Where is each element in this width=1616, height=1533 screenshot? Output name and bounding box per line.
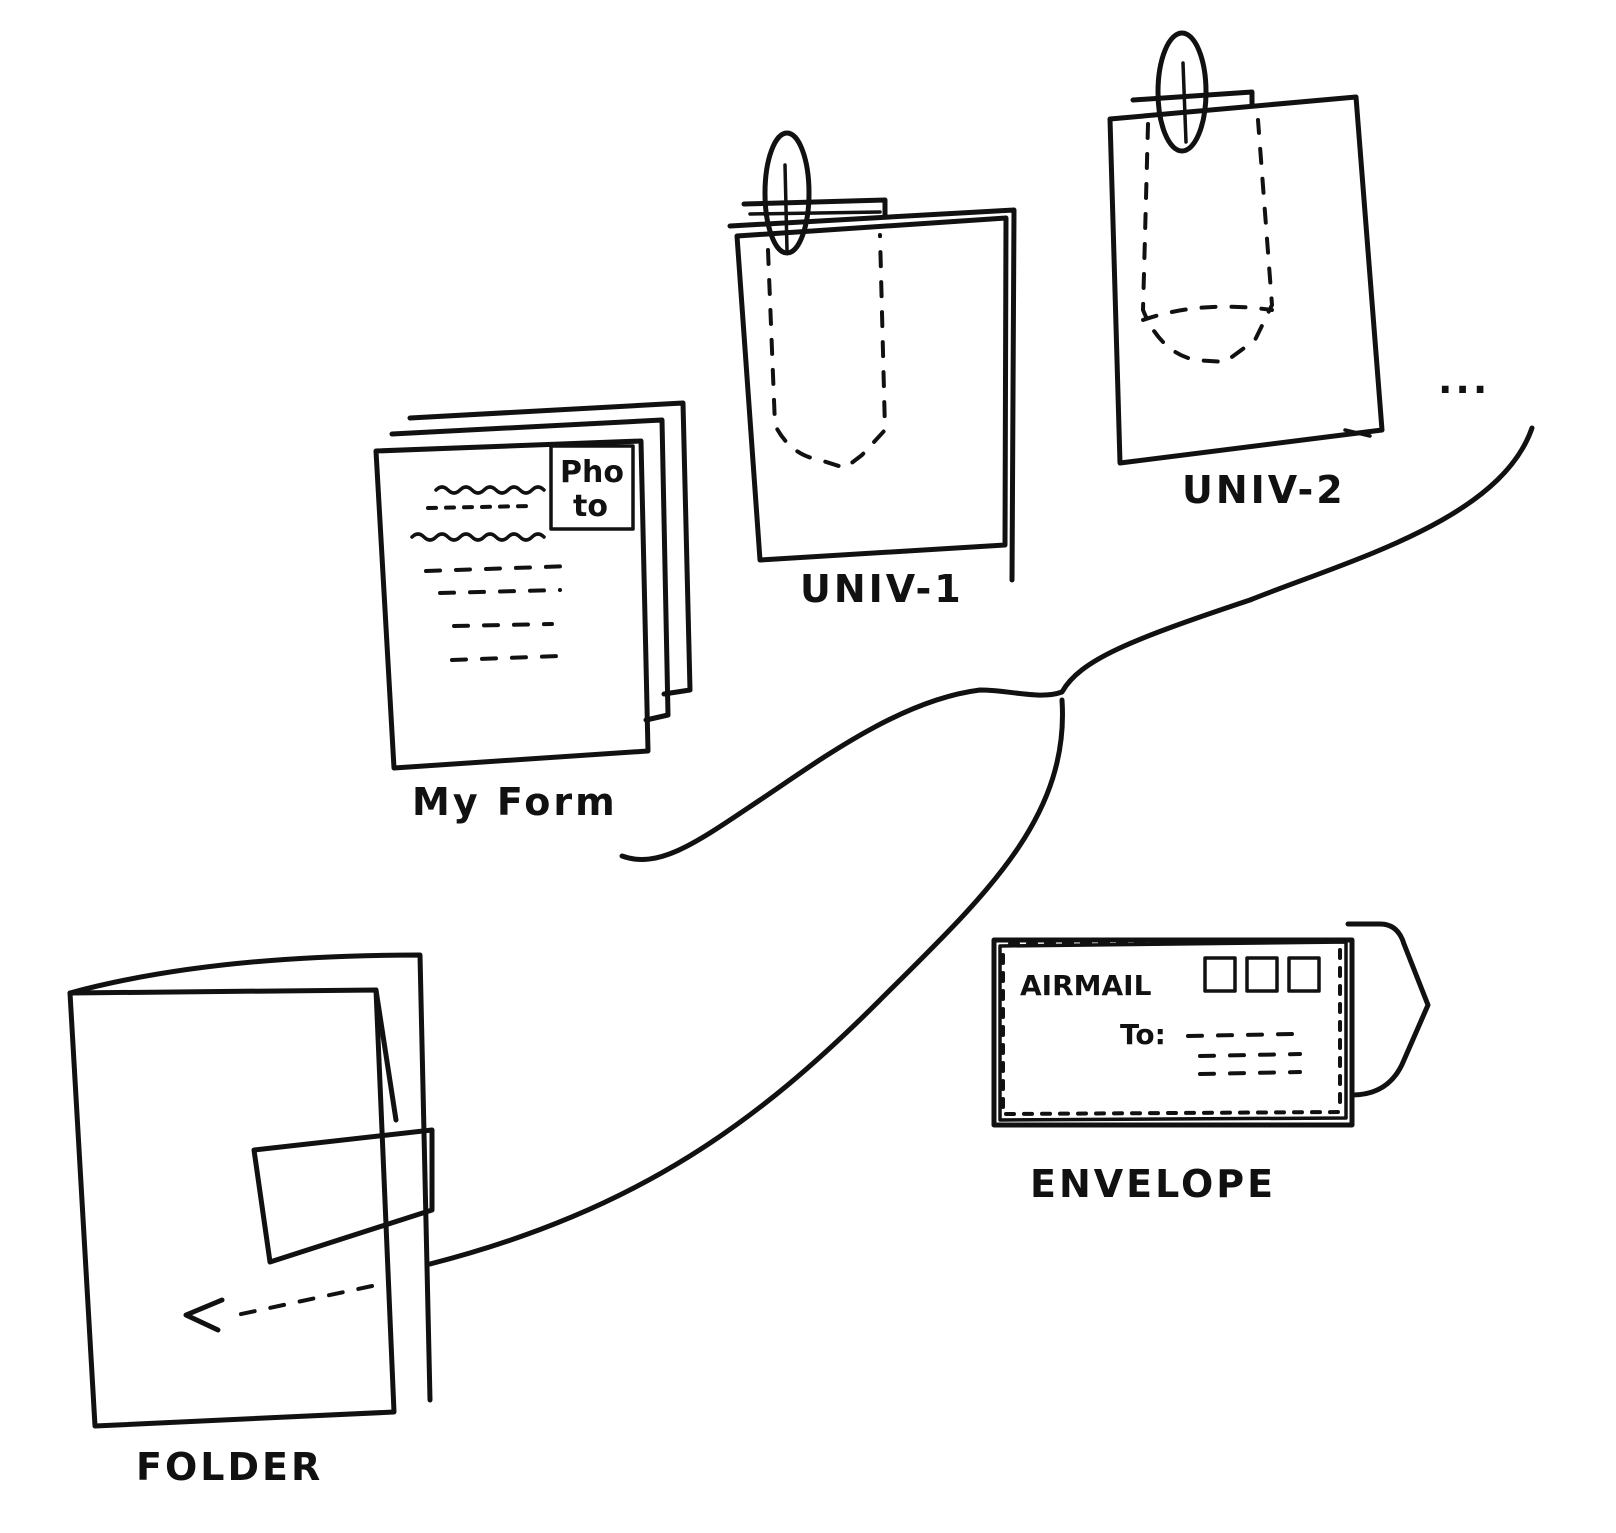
folder-label: FOLDER xyxy=(136,1445,323,1489)
photo-label-line1: Pho xyxy=(560,455,624,490)
envelope-airmail-border xyxy=(998,940,1348,1122)
my-form-stack: Pho to My Form xyxy=(373,400,693,824)
envelope: AIRMAIL To: ENVELOPE xyxy=(991,921,1431,1206)
univ-1-back-sheet xyxy=(727,207,1017,583)
univ-1-tab-hatch xyxy=(748,210,882,216)
envelope-airmail-text: AIRMAIL xyxy=(1020,969,1152,1002)
form-field-line xyxy=(452,622,554,628)
stamp-2-icon xyxy=(1245,956,1279,993)
into-folder-arrow-head-icon xyxy=(183,1297,225,1333)
univ-1-clipped-tab xyxy=(741,197,888,218)
univ-2-pocket-edge xyxy=(1141,304,1274,322)
envelope-label: ENVELOPE xyxy=(1030,1162,1276,1206)
univ-1-sheet xyxy=(734,215,1009,563)
address-line xyxy=(1198,1052,1302,1058)
more-items-ellipsis: ... xyxy=(1438,358,1490,402)
form-scribble-line xyxy=(434,485,546,495)
form-field-line xyxy=(450,654,562,662)
folder-spine xyxy=(373,987,399,1123)
photo-box xyxy=(549,444,635,531)
address-line xyxy=(1186,1032,1294,1038)
form-dash-line xyxy=(426,504,532,510)
folder-clasp-strap xyxy=(251,1127,435,1265)
envelope-to-text: To: xyxy=(1120,1018,1166,1051)
address-line xyxy=(1198,1070,1302,1076)
photo-label-line2: to xyxy=(573,489,608,524)
univ-2-corner xyxy=(1343,428,1372,438)
folder: FOLDER xyxy=(67,952,435,1489)
univ-2-label: UNIV-2 xyxy=(1182,468,1346,512)
univ-2-paper-clip-icon xyxy=(1155,30,1209,154)
folder-path-curve xyxy=(427,697,1065,1267)
folder-front-cover xyxy=(67,987,397,1429)
univ-2-document: UNIV-2 xyxy=(1107,30,1385,512)
envelope-body xyxy=(991,937,1355,1128)
envelope-hatch-bottom xyxy=(1004,1110,1344,1116)
univ-2-pocket-outline xyxy=(1140,118,1275,365)
univ-2-sheet xyxy=(1107,94,1385,466)
collect-path-curve xyxy=(619,425,1535,862)
form-scribble-line xyxy=(410,532,546,542)
univ-1-paper-clip-inner xyxy=(783,163,789,252)
into-folder-arrow-line xyxy=(230,1284,374,1318)
form-field-line xyxy=(424,564,574,573)
stamp-1-icon xyxy=(1203,956,1237,993)
univ-1-paper-clip-icon xyxy=(762,130,812,256)
my-form-label: My Form xyxy=(412,780,618,824)
envelope-hatch-top xyxy=(1008,938,1342,946)
univ-1-pocket-outline xyxy=(766,233,888,471)
envelope-flap xyxy=(1345,921,1431,1098)
my-form-middle-sheet xyxy=(389,417,671,723)
univ-1-label: UNIV-1 xyxy=(800,567,964,611)
univ-2-clipped-tab xyxy=(1130,89,1255,107)
folder-back-cover xyxy=(67,952,433,1403)
univ-1-document: UNIV-1 xyxy=(727,130,1017,611)
stamp-3-icon xyxy=(1287,956,1321,993)
my-form-back-sheet xyxy=(407,400,693,697)
form-field-line xyxy=(438,588,562,595)
univ-2-paper-clip-inner xyxy=(1181,61,1188,144)
